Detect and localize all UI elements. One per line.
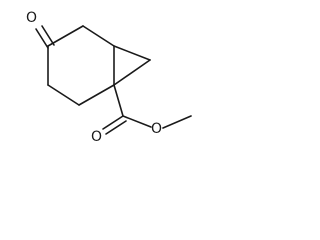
- bond-ring-5: [47, 84, 80, 106]
- bond-cyclopropane-2: [113, 59, 151, 86]
- bond-methyl: [162, 115, 192, 129]
- molecule-canvas: O O O: [0, 0, 196, 148]
- bond-ester-oxygen: [122, 115, 152, 128]
- bond-ester-carbon: [113, 84, 124, 117]
- ketone-oxygen-label: O: [26, 10, 37, 26]
- bond-carbonyl-double-b: [105, 120, 127, 135]
- ester-oxygen-label: O: [151, 121, 162, 137]
- carbonyl-oxygen-label: O: [91, 129, 102, 145]
- bond-ketone-double-a: [35, 28, 49, 49]
- bond-ring-1: [47, 25, 84, 47]
- bond-ring-2: [82, 25, 115, 47]
- structure-diagram: O O O: [26, 10, 192, 145]
- bond-ketone-double-b: [41, 25, 55, 46]
- bond-ring-4: [78, 84, 115, 106]
- bond-cyclopropane-1: [113, 45, 151, 61]
- bond-carbonyl-double-a: [102, 115, 124, 130]
